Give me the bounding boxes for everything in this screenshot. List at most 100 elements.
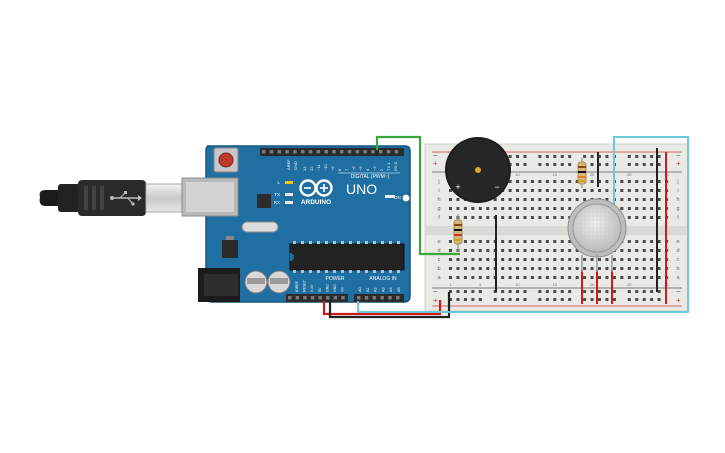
- header-pin[interactable]: [316, 150, 321, 154]
- digital-pin-label: TX 1: [386, 162, 391, 171]
- row-letter: d: [676, 248, 679, 254]
- wire-black-gnd: [328, 292, 451, 319]
- digital-pin-label: 8: [337, 168, 342, 171]
- buzzer-center-icon: [475, 167, 481, 173]
- row-letter: f: [677, 215, 679, 221]
- header-pin[interactable]: [340, 150, 344, 154]
- row-letter: e: [676, 239, 679, 245]
- header-pin[interactable]: [388, 296, 392, 300]
- power-pin-label: IOREF: [295, 280, 299, 292]
- rail-plus-label: +: [676, 159, 681, 168]
- analog-pin-label: A4: [389, 287, 393, 292]
- header-pin[interactable]: [386, 150, 391, 154]
- header-pin[interactable]: [308, 150, 313, 154]
- analog-pin-label: A1: [366, 287, 370, 292]
- header-pin[interactable]: [379, 150, 383, 154]
- resistor[interactable]: [577, 158, 587, 188]
- row-letter: c: [677, 257, 680, 263]
- header-pin[interactable]: [285, 150, 289, 154]
- usb-symbol-icon: [110, 191, 142, 206]
- led-rx-label: RX: [274, 200, 280, 205]
- header-pin[interactable]: [364, 296, 369, 300]
- header-pin[interactable]: [324, 150, 328, 154]
- column-number: 25: [627, 172, 632, 177]
- arduino-logo-icon: [299, 179, 333, 197]
- header-pin[interactable]: [357, 296, 361, 300]
- row-letter: j: [676, 179, 678, 185]
- analog-in-label: ANALOG IN: [369, 276, 397, 282]
- led-l: [285, 181, 293, 184]
- power-label: POWER: [326, 276, 345, 282]
- header-pin[interactable]: [394, 150, 399, 154]
- row-letter: i: [438, 188, 439, 194]
- header-pin[interactable]: [326, 296, 330, 300]
- row-letter: g: [676, 206, 679, 212]
- header-pin[interactable]: [355, 150, 360, 154]
- capacitor: [267, 270, 291, 294]
- digital-pin-label: ~5: [358, 166, 363, 171]
- led-on-label: ON: [394, 195, 401, 200]
- header-pin[interactable]: [288, 296, 292, 300]
- buzzer-minus-label: −: [494, 182, 499, 192]
- led-l-label: L: [277, 180, 280, 185]
- row-letter: b: [676, 266, 679, 272]
- gas-sensor[interactable]: [567, 198, 627, 272]
- column-number: 15: [553, 172, 558, 177]
- digital-pin-label: 7: [344, 168, 349, 171]
- power-pin-label: RESET: [303, 279, 307, 292]
- header-pin[interactable]: [371, 150, 375, 154]
- header-pin[interactable]: [372, 296, 377, 300]
- usb-cable[interactable]: [39, 180, 185, 216]
- row-letter: d: [437, 248, 440, 254]
- gnd-label: GND: [293, 161, 298, 170]
- digital-pin-label: ~10: [323, 163, 328, 171]
- header-pin[interactable]: [310, 296, 315, 300]
- wires[interactable]: [322, 135, 689, 319]
- header-pin[interactable]: [318, 296, 322, 300]
- aref-label: AREF: [286, 159, 291, 170]
- header-pin[interactable]: [396, 296, 400, 300]
- row-letter: j: [437, 179, 439, 185]
- dc-power-jack: [198, 268, 240, 302]
- column-number: 25: [627, 282, 632, 287]
- piezo-buzzer[interactable]: + −: [445, 137, 511, 203]
- header-pin[interactable]: [347, 150, 352, 154]
- power-pin-label: 5V: [318, 287, 322, 292]
- header-pin[interactable]: [301, 150, 305, 154]
- header-pin[interactable]: [277, 150, 282, 154]
- analog-pin-header[interactable]: [354, 294, 404, 302]
- led-on: [385, 195, 395, 198]
- resistor[interactable]: [453, 214, 463, 252]
- row-letter: h: [676, 197, 679, 203]
- capacitor: [244, 270, 268, 294]
- header-pin[interactable]: [262, 150, 266, 154]
- row-letter: i: [677, 188, 678, 194]
- header-pin[interactable]: [341, 296, 345, 300]
- reset-button[interactable]: [213, 147, 239, 173]
- header-pin[interactable]: [333, 296, 338, 300]
- rail-minus-label: −: [433, 151, 438, 160]
- row-letter: f: [438, 215, 440, 221]
- crystal: [241, 221, 279, 233]
- power-pin-label: Vin: [341, 287, 345, 292]
- header-pin[interactable]: [295, 296, 300, 300]
- board-model-label: UNO: [346, 181, 377, 197]
- row-letter: b: [437, 266, 440, 272]
- digital-pin-header[interactable]: [260, 148, 404, 156]
- header-pin[interactable]: [380, 296, 384, 300]
- header-pin[interactable]: [363, 150, 367, 154]
- header-pin[interactable]: [332, 150, 336, 154]
- digital-label: DIGITAL (PWM~): [351, 174, 390, 180]
- header-pin[interactable]: [293, 150, 297, 154]
- digital-pin-label: ~11: [316, 164, 321, 171]
- buzzer-plus-label: +: [455, 182, 460, 192]
- digital-pin-label: RX 0: [393, 161, 398, 171]
- header-pin[interactable]: [303, 296, 307, 300]
- column-number: 15: [553, 282, 558, 287]
- power-pin-header[interactable]: [286, 294, 348, 302]
- digital-pin-label: ~3: [372, 166, 377, 171]
- header-pin[interactable]: [269, 150, 274, 154]
